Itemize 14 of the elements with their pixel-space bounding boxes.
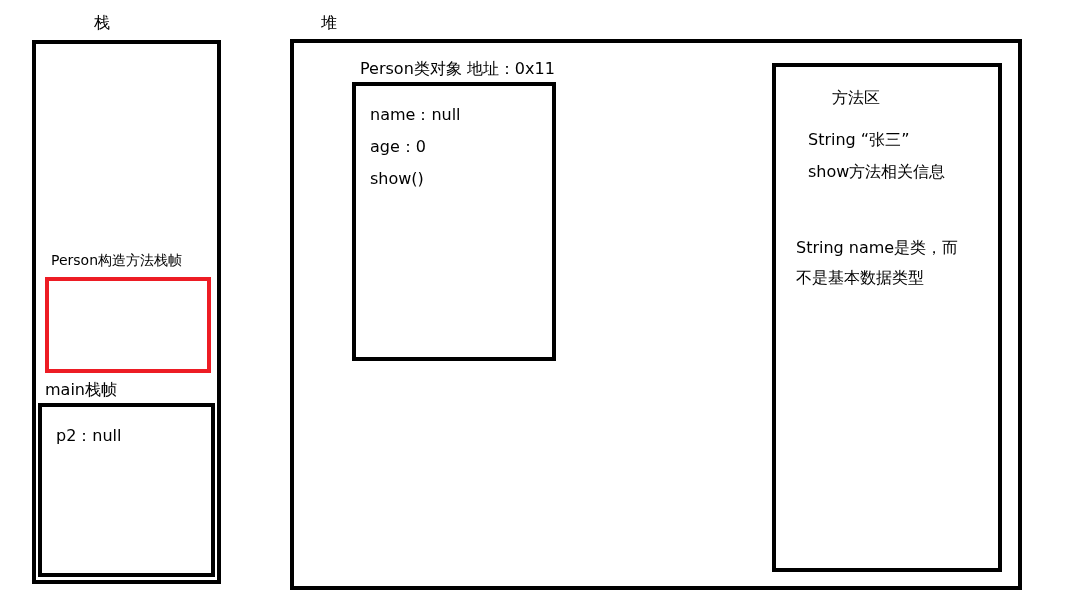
field-text: age：0 bbox=[370, 136, 426, 158]
area-heading: main栈帧 bbox=[45, 379, 117, 401]
field-text: show方法相关信息 bbox=[808, 161, 946, 183]
field-text: show() bbox=[370, 168, 424, 190]
area-heading: Person构造方法栈帧 bbox=[51, 251, 183, 270]
field-text: name：null bbox=[370, 104, 461, 126]
area-heading: 堆 bbox=[321, 12, 337, 34]
area-heading: 方法区 bbox=[832, 87, 880, 109]
field-text: String “张三” bbox=[808, 129, 910, 151]
field-text: p2：null bbox=[56, 425, 122, 447]
area-heading: Person类对象 地址：0x11 bbox=[360, 58, 555, 80]
area-heading: 栈 bbox=[94, 12, 110, 34]
method-area bbox=[772, 63, 1002, 572]
field-text: String name是类，而不是基本数据类型 bbox=[796, 237, 960, 290]
